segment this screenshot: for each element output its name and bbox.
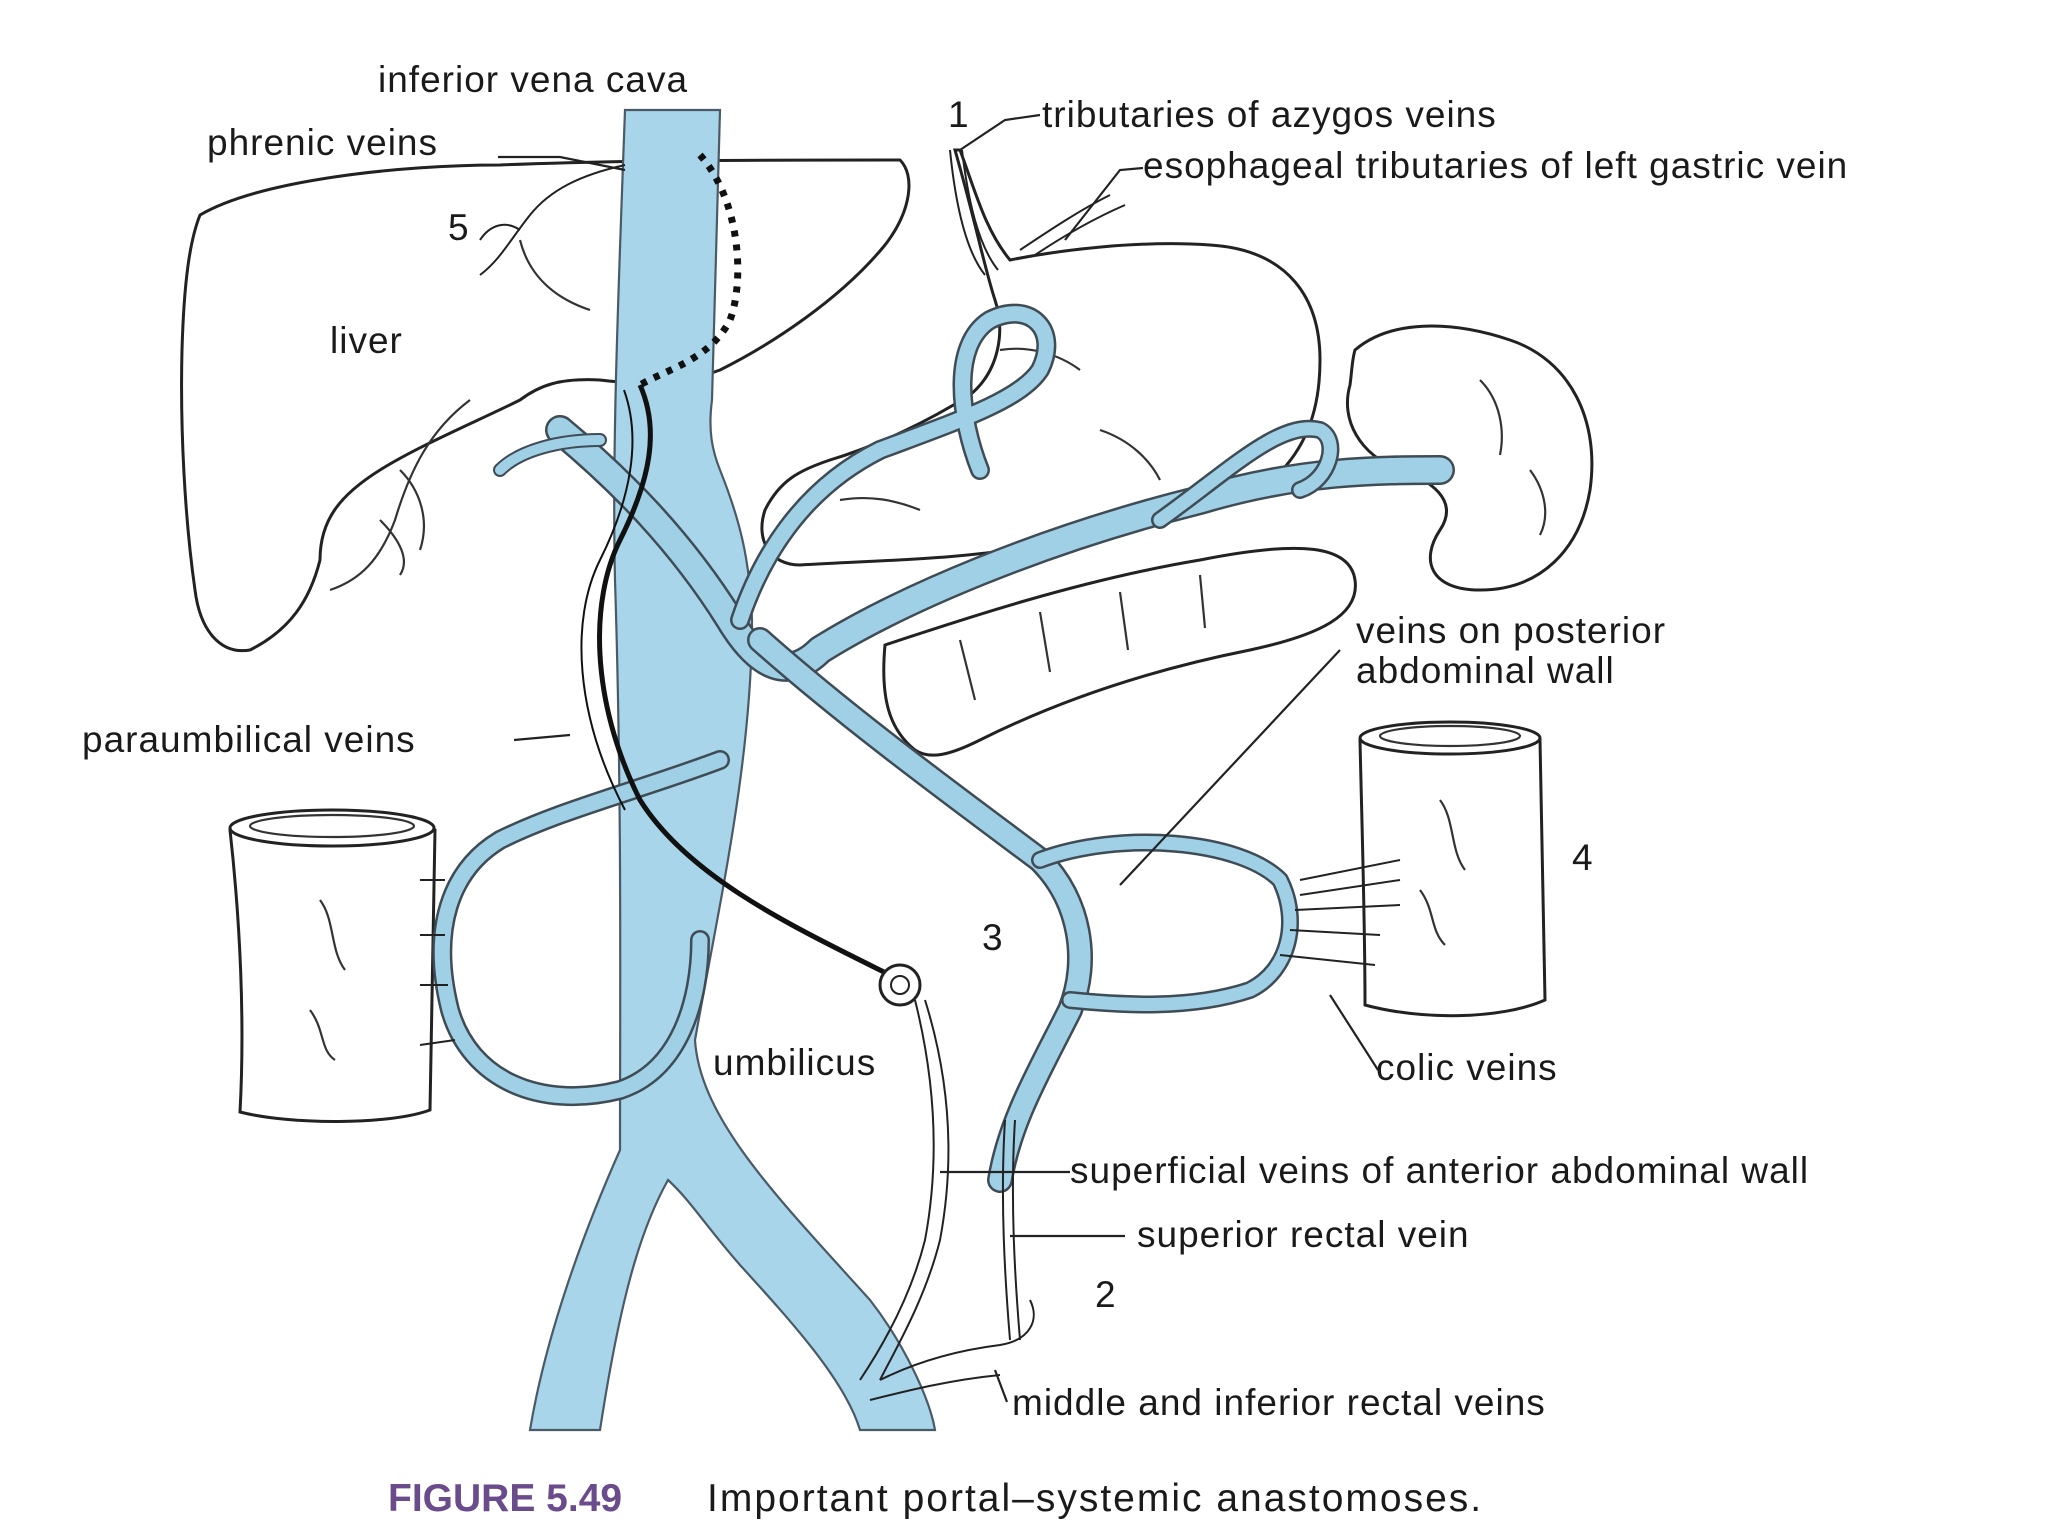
superficial-abdominal-veins (859, 999, 1035, 1401)
label-number-4: 4 (1572, 837, 1593, 878)
anatomy-labels: inferior vena cava phrenic veins 1 tribu… (82, 59, 1848, 1423)
label-esophageal-tributaries: esophageal tributaries of left gastric v… (1143, 145, 1848, 186)
label-paraumbilical-veins: paraumbilical veins (82, 719, 416, 760)
spleen-organ (1345, 324, 1594, 592)
phrenic-veins (479, 164, 626, 276)
azygos-dashed-vein (638, 152, 742, 389)
ascending-colon-organ (228, 808, 437, 1123)
inferior-vena-cava (528, 108, 937, 1432)
label-phrenic-veins: phrenic veins (207, 122, 438, 163)
label-azygos-tributaries: tributaries of azygos veins (1042, 94, 1497, 135)
caption-figure-number: FIGURE 5.49 (388, 1477, 622, 1520)
descending-colon-organ (1358, 720, 1547, 1018)
paraumbilical-vein (580, 383, 902, 983)
label-posterior-wall-line2: abdominal wall (1356, 650, 1615, 691)
portal-vein-system (432, 303, 1455, 1193)
esophageal-tributaries (949, 149, 1126, 276)
caption-text: Important portal–systemic anastomoses. (707, 1477, 1483, 1520)
label-liver: liver (330, 320, 403, 361)
colic-vein-tributaries (419, 859, 1401, 1046)
pancreas-organ (882, 546, 1357, 757)
label-colic-veins: colic veins (1376, 1047, 1558, 1088)
label-superior-rectal-vein: superior rectal vein (1137, 1214, 1470, 1255)
label-umbilicus: umbilicus (713, 1042, 876, 1083)
leader-lines (498, 113, 1379, 1403)
label-number-2: 2 (1095, 1274, 1116, 1315)
label-inferior-vena-cava: inferior vena cava (378, 59, 688, 100)
label-number-1: 1 (948, 94, 969, 135)
label-number-5: 5 (448, 207, 469, 248)
liver-organ (180, 158, 911, 653)
label-superficial-veins: superficial veins of anterior abdominal … (1070, 1150, 1809, 1191)
umbilicus-structure (878, 963, 922, 1007)
figure-caption: FIGURE 5.49 Important portal–systemic an… (388, 1477, 1483, 1520)
label-number-3: 3 (982, 917, 1003, 958)
label-posterior-wall-line1: veins on posterior (1356, 610, 1666, 651)
label-rectal-veins: middle and inferior rectal veins (1012, 1382, 1546, 1423)
